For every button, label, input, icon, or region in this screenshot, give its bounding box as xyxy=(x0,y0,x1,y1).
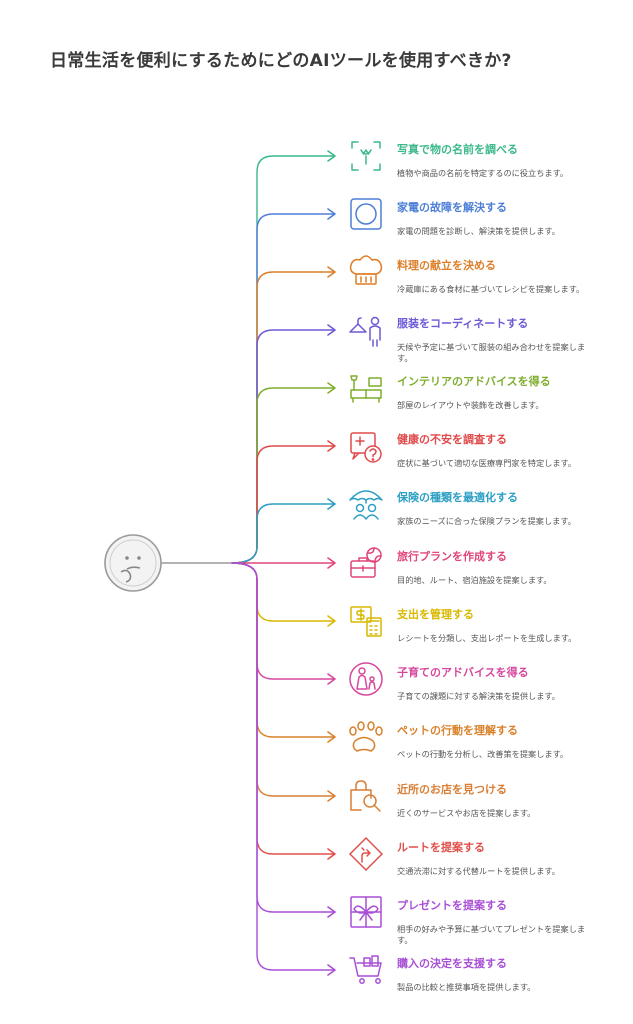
medical-question-icon xyxy=(350,432,382,463)
branch-item: 子育てのアドバイスを得る子育ての課題に対する解決策を提供します。 xyxy=(397,666,592,702)
camera-plant-icon xyxy=(351,141,381,171)
arrow-head xyxy=(327,615,336,627)
branch-item-title: 健康の不安を調査する xyxy=(397,433,507,446)
branch-item: 家電の故障を解決する家電の問題を診断し、解決策を提供します。 xyxy=(397,201,592,237)
arrow-head xyxy=(327,906,336,918)
branch-item-title: 支出を管理する xyxy=(397,608,474,621)
connector-line xyxy=(231,155,335,564)
branch-item-description: レシートを分類し、支出レポートを生成します。 xyxy=(397,633,577,643)
paw-icon xyxy=(349,721,383,752)
connectors xyxy=(160,150,336,976)
umbrella-family-icon xyxy=(349,490,383,520)
parent-child-icon xyxy=(349,662,383,696)
branch-item-title: 保険の種類を最適化する xyxy=(397,491,518,504)
branch-item: インテリアのアドバイスを得る部屋のレイアウトや装飾を改善します。 xyxy=(397,375,592,411)
thinking-face-icon xyxy=(104,534,162,592)
branch-item-title: 購入の決定を支援する xyxy=(397,957,507,970)
branch-item: ペットの行動を理解するペットの行動を分析し、改善策を提案します。 xyxy=(397,724,592,760)
branch-item-description: 症状に基づいて適切な医療専門家を特定します。 xyxy=(397,458,577,468)
branch-item-description: 天候や予定に基づいて服装の組み合わせを提案します。 xyxy=(397,342,586,363)
branch-item-title: 料理の献立を決める xyxy=(397,259,496,272)
connector-line xyxy=(231,387,335,564)
arrow-head xyxy=(327,208,336,220)
branch-item: 写真で物の名前を調べる植物や商品の名前を特定するのに役立ちます。 xyxy=(397,143,592,179)
branch-item-title: 家電の故障を解決する xyxy=(397,201,507,214)
branch-item-description: 家族のニーズに合った保険プランを提案します。 xyxy=(397,516,576,526)
branch-item: ルートを提案する交通渋滞に対する代替ルートを提供します。 xyxy=(397,841,592,877)
branch-item-title: 写真で物の名前を調べる xyxy=(397,143,518,156)
arrow-head xyxy=(327,382,336,394)
arrow-head xyxy=(327,150,336,162)
branch-item-description: 相手の好みや予算に基づいてプレゼントを提案します。 xyxy=(397,924,586,945)
suitcase-globe-icon xyxy=(350,547,382,578)
branch-item: 健康の不安を調査する症状に基づいて適切な医療専門家を特定します。 xyxy=(397,433,592,469)
connector-line xyxy=(231,562,335,738)
arrow-head xyxy=(327,731,336,743)
branch-item: 服装をコーディネートする天候や予定に基づいて服装の組み合わせを提案します。 xyxy=(397,317,592,363)
arrow-head xyxy=(327,964,336,976)
branch-item: 近所のお店を見つける近くのサービスやお店を提案します。 xyxy=(397,783,592,819)
arrow-head xyxy=(327,673,336,685)
money-calculator-icon xyxy=(350,606,382,637)
branch-item: 購入の決定を支援する製品の比較と推奨事項を提供します。 xyxy=(397,957,592,993)
arrow-head xyxy=(327,266,336,278)
branch-item-title: ペットの行動を理解する xyxy=(397,724,518,737)
arrow-head xyxy=(327,324,336,336)
branch-item: プレゼントを提案する相手の好みや予算に基づいてプレゼントを提案します。 xyxy=(397,899,592,945)
arrow-head xyxy=(327,848,336,860)
page-title: 日常生活を便利にするためにどのAIツールを使用すべきか? xyxy=(50,51,512,71)
branch-item-description: 製品の比較と推奨事項を提供します。 xyxy=(397,982,536,992)
connector-line xyxy=(231,562,335,855)
branch-item-description: 部屋のレイアウトや装飾を改善します。 xyxy=(397,400,544,410)
shopping-bag-search-icon xyxy=(350,780,381,812)
branch-item-description: 植物や商品の名前を特定するのに役立ちます。 xyxy=(397,168,569,178)
arrow-head xyxy=(327,498,336,510)
connector-line xyxy=(231,562,335,971)
branch-item-title: 子育てのアドバイスを得る xyxy=(397,666,529,679)
connector-line xyxy=(231,271,335,564)
branch-item-description: 目的地、ルート、宿泊施設を提案します。 xyxy=(397,575,552,585)
connector-line xyxy=(231,503,335,564)
branch-item-title: インテリアのアドバイスを得る xyxy=(397,375,551,388)
branch-item-title: 近所のお店を見つける xyxy=(397,783,507,796)
branch-item: 旅行プランを作成する目的地、ルート、宿泊施設を提案します。 xyxy=(397,550,592,586)
branch-item: 保険の種類を最適化する家族のニーズに合った保険プランを提案します。 xyxy=(397,491,592,527)
shopping-cart-icon xyxy=(349,955,382,984)
branch-item-description: 交通渋滞に対する代替ルートを提供します。 xyxy=(397,866,560,876)
branch-item-description: 家電の問題を診断し、解決策を提供します。 xyxy=(397,226,560,236)
road-sign-icon xyxy=(349,837,383,871)
branch-item-description: 近くのサービスやお店を提案します。 xyxy=(397,808,536,818)
arrow-head xyxy=(327,557,336,569)
hanger-person-icon xyxy=(349,316,381,347)
branch-item-title: ルートを提案する xyxy=(397,841,485,854)
branch-item-description: 子育ての課題に対する解決策を提供します。 xyxy=(397,691,560,701)
branch-item-title: 服装をコーディネートする xyxy=(397,317,529,330)
furniture-icon xyxy=(350,375,382,403)
arrow-head xyxy=(327,790,336,802)
branch-item: 支出を管理するレシートを分類し、支出レポートを生成します。 xyxy=(397,608,592,644)
branch-item-title: プレゼントを提案する xyxy=(397,899,507,912)
branch-item-title: 旅行プランを作成する xyxy=(397,550,507,563)
branch-item-description: 冷蔵庫にある食材に基づいてレシピを提案します。 xyxy=(397,284,585,294)
washing-machine-icon xyxy=(350,198,382,230)
branch-item-description: ペットの行動を分析し、改善策を提案します。 xyxy=(397,749,569,759)
connector-line xyxy=(231,562,335,622)
chef-hat-icon xyxy=(349,255,383,285)
branch-item: 料理の献立を決める冷蔵庫にある食材に基づいてレシピを提案します。 xyxy=(397,259,592,295)
gift-icon xyxy=(350,896,382,928)
arrow-head xyxy=(327,440,336,452)
